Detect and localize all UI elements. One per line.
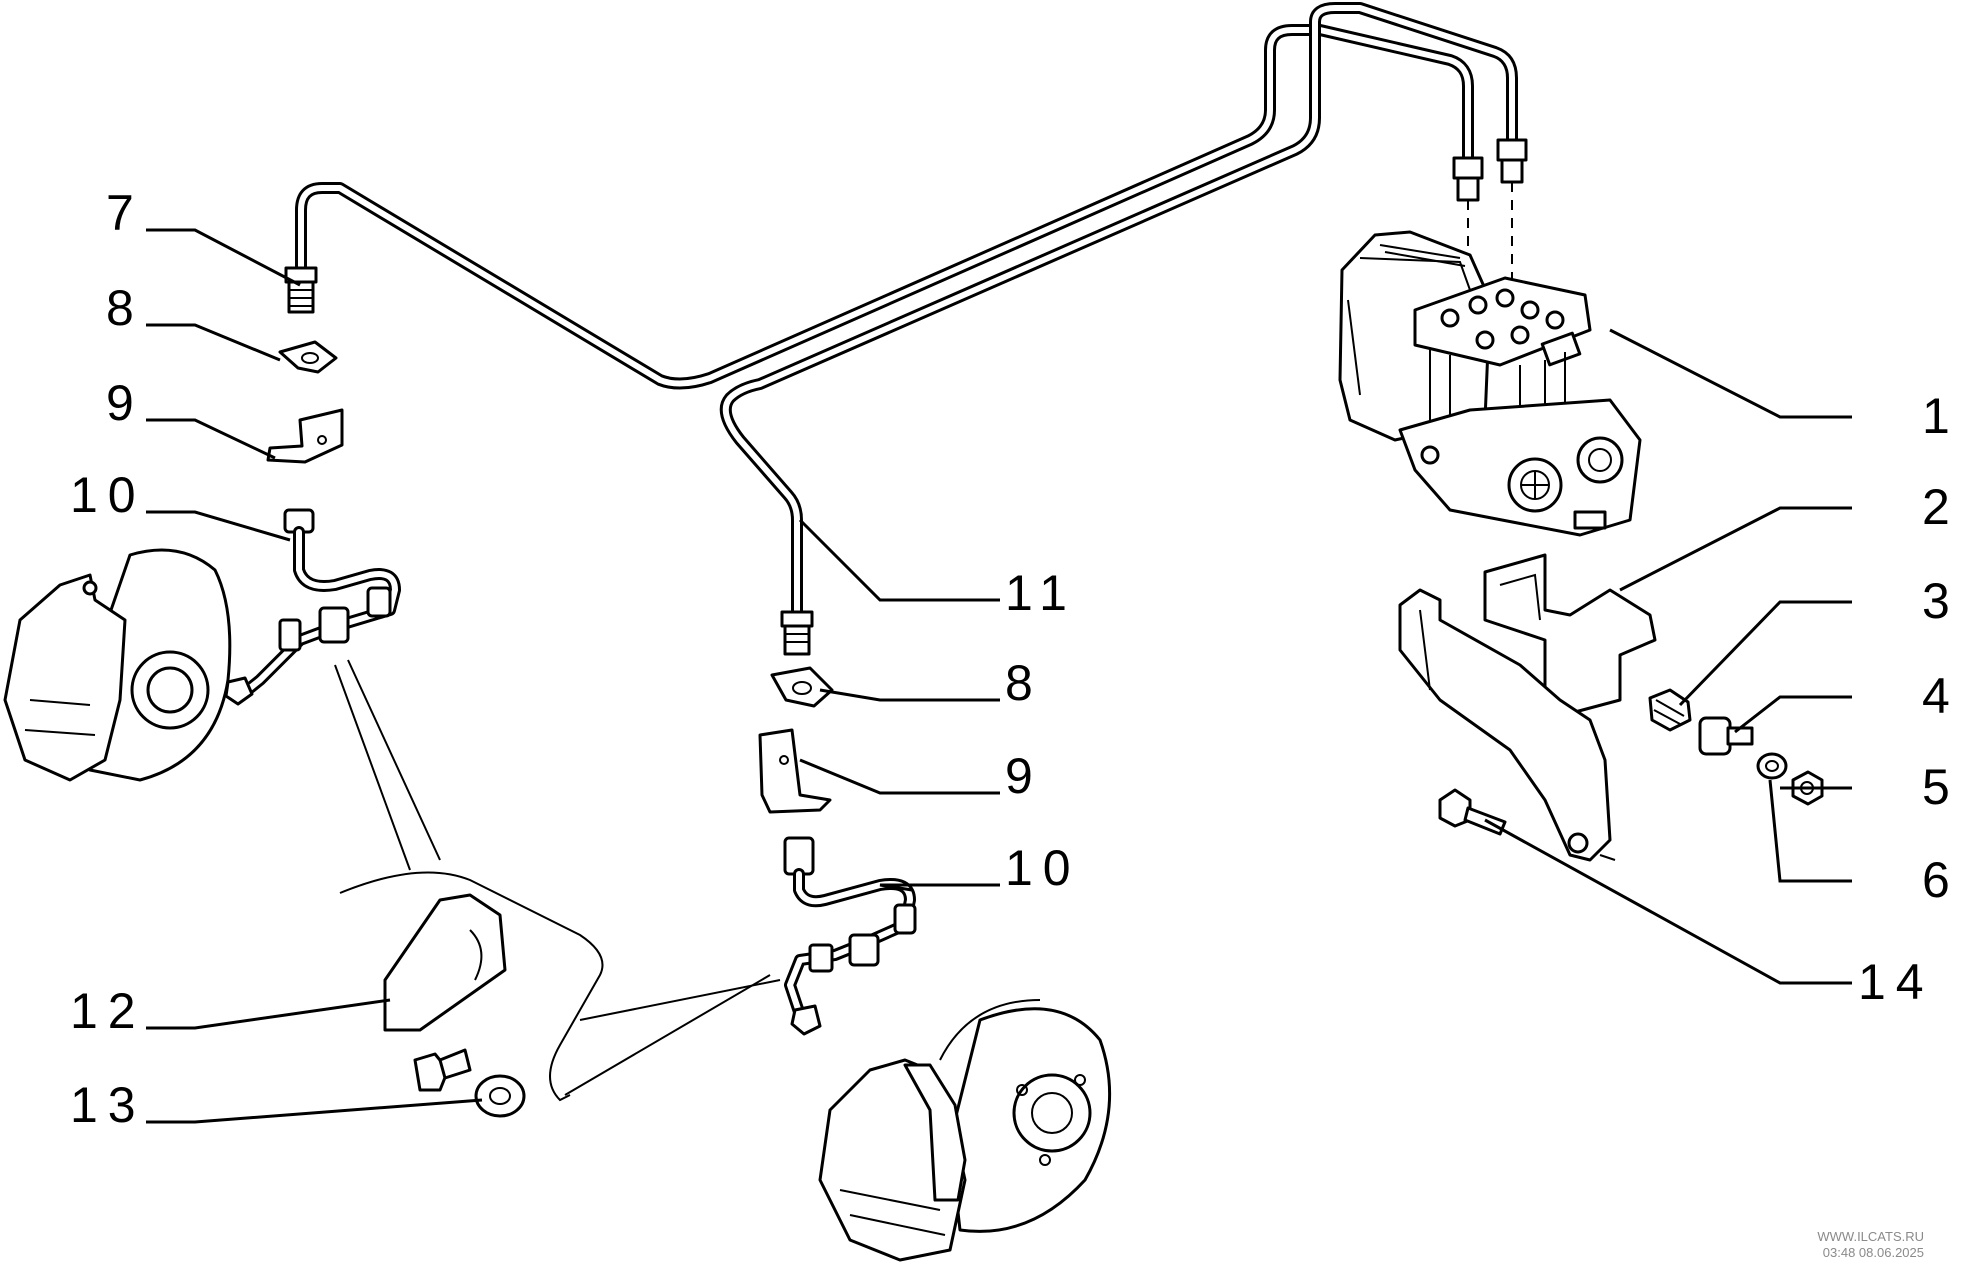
hose-center bbox=[783, 836, 917, 1036]
fitting-abs-right bbox=[1496, 138, 1528, 290]
brake-disc-right bbox=[818, 999, 1112, 1262]
washer bbox=[1756, 752, 1788, 780]
detail-line-d bbox=[579, 979, 781, 1021]
callout-7: 7 bbox=[106, 185, 144, 241]
clip-center bbox=[770, 666, 834, 708]
callout-labels: 1 2 3 4 5 6 14 7 8 9 10 11 8 9 10 12 13 bbox=[70, 185, 1960, 1133]
bracket-left bbox=[266, 408, 344, 464]
bracket-bolt bbox=[1438, 788, 1507, 836]
callout-10-center: 10 bbox=[1005, 840, 1081, 896]
grommet bbox=[474, 1074, 526, 1118]
clip-left bbox=[278, 340, 338, 374]
fitting-center-pipe bbox=[780, 610, 814, 656]
brake-disc-left bbox=[3, 548, 232, 782]
callout-13: 13 bbox=[70, 1077, 146, 1133]
callout-1: 1 bbox=[1922, 388, 1960, 444]
callout-6: 6 bbox=[1922, 852, 1960, 908]
sleeve-bracket bbox=[383, 893, 507, 1092]
watermark: WWW.ILCATS.RU 03:48 08.06.2025 bbox=[1817, 1229, 1924, 1261]
callout-11: 11 bbox=[1005, 565, 1077, 621]
callout-8-left: 8 bbox=[106, 280, 144, 336]
hose-left bbox=[224, 508, 401, 706]
leader-lines bbox=[146, 228, 1852, 1124]
callout-3: 3 bbox=[1922, 573, 1960, 629]
spacer-bushing bbox=[1698, 716, 1754, 756]
callout-12: 12 bbox=[70, 983, 146, 1039]
detail-outline bbox=[339, 871, 604, 1102]
callout-10-left: 10 bbox=[70, 467, 146, 523]
callout-14: 14 bbox=[1858, 954, 1934, 1010]
rubber-mount bbox=[1648, 688, 1692, 732]
abs-bracket bbox=[1398, 553, 1657, 862]
fitting-abs-left bbox=[1452, 156, 1484, 295]
callout-2: 2 bbox=[1922, 479, 1960, 535]
callout-5: 5 bbox=[1922, 759, 1960, 815]
detail-line-a bbox=[334, 664, 411, 871]
callout-9-center: 9 bbox=[1005, 748, 1043, 804]
detail-line-b bbox=[347, 659, 441, 861]
callout-8-center: 8 bbox=[1005, 655, 1043, 711]
watermark-site: WWW.ILCATS.RU bbox=[1817, 1229, 1924, 1244]
callout-9-left: 9 bbox=[106, 375, 144, 431]
detail-line-c bbox=[564, 974, 771, 1096]
brake-pipes bbox=[295, 2, 1518, 618]
fitting-left-pipe bbox=[284, 266, 318, 314]
abs-modulator-unit bbox=[1338, 230, 1642, 537]
bracket-center bbox=[758, 728, 832, 814]
watermark-timestamp: 03:48 08.06.2025 bbox=[1822, 1245, 1924, 1260]
callout-4: 4 bbox=[1922, 668, 1960, 724]
